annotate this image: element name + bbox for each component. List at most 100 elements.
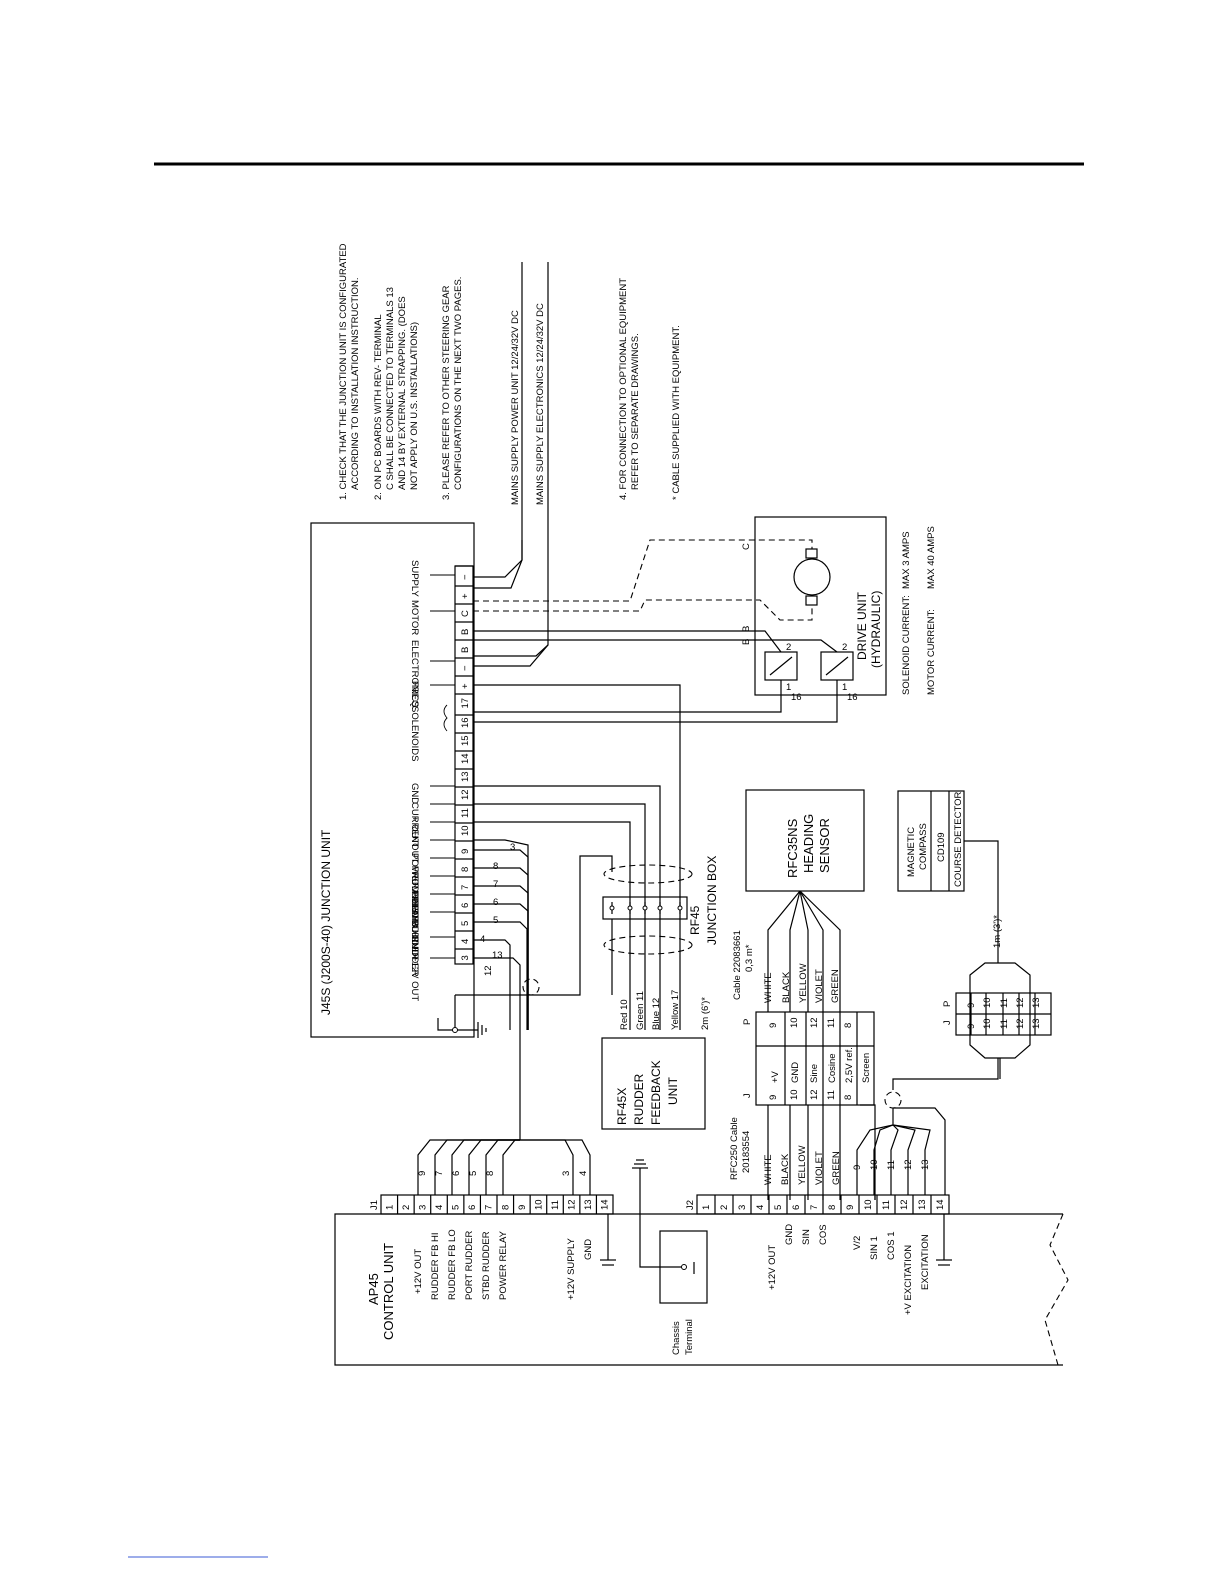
drive-line1: DRIVE UNIT [855, 591, 869, 660]
wire-out-10 [473, 821, 631, 1030]
freq-wire [473, 684, 681, 1030]
wire-gnd-12 [473, 785, 661, 1030]
junction-terminal: 15 [460, 735, 471, 746]
junction-terminal: 8 [460, 867, 471, 872]
motor-current-value: MAX 40 AMPS [926, 526, 937, 589]
j1-l-rfb-lo: RUDDER FB LO [447, 1229, 458, 1300]
rf45x-line1: RF45X [615, 1088, 629, 1125]
j1-cells-pin: 9 [517, 1205, 528, 1210]
junction-terminal: + [460, 683, 471, 689]
j1w-4: 4 [578, 1171, 589, 1176]
junction-terminal: B [460, 629, 471, 635]
rf45x-box [601, 1037, 706, 1130]
junction-terminal: B [460, 647, 471, 653]
j2-cells-pin: 1 [701, 1205, 712, 1210]
j2-cells-pin: 12 [899, 1199, 910, 1210]
note-1a: 1. CHECK THAT THE JUNCTION UNIT IS CONFI… [338, 243, 349, 500]
j1-cells-pin: 3 [417, 1205, 428, 1210]
chassis-label1: Chassis [671, 1321, 682, 1355]
j1-cells-pin: 5 [451, 1205, 462, 1210]
motor-wire-c [473, 539, 813, 602]
label-stbd-rudder: STBD RUDDER [409, 908, 420, 977]
label-port-rudder: PORT RUDDER [409, 890, 420, 959]
label-supply: SUPPLY [409, 560, 420, 597]
rfc35-p12: 12 [809, 1017, 820, 1028]
j2-cells-pin: 6 [791, 1205, 802, 1210]
j2-cells-pin: 7 [809, 1205, 820, 1210]
rfc35-line2: HEADING [801, 814, 816, 873]
label-out: + OUT [409, 816, 420, 844]
mains-supply: MAINS SUPPLY POWER UNIT 12/24/32V DC MAI… [473, 262, 549, 667]
rfc35-line1: RFC35NS [785, 818, 800, 878]
junction-terminal: 10 [460, 825, 471, 836]
rfc35-p8: 8 [843, 1023, 854, 1028]
note-4b: REFER TO SEPARATE DRAWINGS. [630, 333, 641, 490]
junction-terminal: 9 [460, 849, 471, 854]
label-rudder-fb-hi: RUDDER FB HI [409, 872, 420, 940]
j2-l-v2: V/2 [852, 1236, 863, 1250]
junction-to-ap45-wires [473, 839, 529, 1140]
j1-cells-pin: 6 [467, 1205, 478, 1210]
label-out-pilot: + OUT FROM PILOT [409, 835, 420, 924]
note-3b: CONFIGURATIONS ON THE NEXT TWO PAGES. [453, 277, 464, 490]
cd109-compass: COMPASS [918, 823, 929, 870]
j2-cells-pin: 8 [827, 1205, 838, 1210]
j2-l-exc: EXCITATION [920, 1234, 931, 1290]
rfc35-j10: 10 [789, 1089, 800, 1100]
note-4a: 4. FOR CONNECTION TO OPTIONAL EQUIPMENT [618, 278, 629, 500]
j1-cells-pin: 13 [583, 1199, 594, 1210]
junction-terminal: C [460, 610, 471, 617]
rfc35-name-gnd: GND [790, 1062, 801, 1083]
j2-cells-pin: 14 [935, 1199, 946, 1210]
rfc35-j: J [742, 1093, 753, 1098]
jw-8: 8 [493, 861, 498, 872]
wire16a: 16 [791, 692, 802, 703]
junction-unit-title: J45S (J200S-40) JUNCTION UNIT [319, 829, 333, 1015]
sol1-1: 1 [786, 682, 791, 693]
jw-7: 7 [493, 879, 498, 890]
j1w-6: 6 [451, 1171, 462, 1176]
junction-terminal: 3 [460, 955, 471, 960]
jw-12: 12 [483, 965, 494, 976]
junction-terminal: 4 [460, 939, 471, 944]
mains-power-wire-a [473, 262, 523, 578]
j1w-3: 3 [561, 1171, 572, 1176]
cd109-pin: 13 [1031, 997, 1042, 1008]
sol-wire-15 [473, 680, 782, 713]
j2-l-sin: SIN [801, 1229, 812, 1245]
solenoid-current-label: SOLENOID CURRENT: [901, 595, 912, 695]
label-current: CURRENT [409, 802, 420, 849]
cd109-pin: 10 [982, 997, 993, 1008]
j1w-7: 7 [434, 1171, 445, 1176]
j2-cells-pin: 5 [773, 1205, 784, 1210]
rf45x-line2: RUDDER [632, 1073, 646, 1125]
j1w-9: 9 [417, 1171, 428, 1176]
junction-terminal: − [460, 574, 471, 580]
j2-cells-pin: 9 [845, 1205, 856, 1210]
rf45x-line4: UNIT [666, 1076, 680, 1105]
j1-cells-pin: 12 [567, 1199, 578, 1210]
mains-electronics-label: MAINS SUPPLY ELECTRONICS 12/24/32V DC [535, 303, 546, 505]
motor-wire-b [473, 599, 813, 621]
j2-l-v-exc: +V EXCITATION [903, 1245, 914, 1315]
cd109-pin: 9 [966, 1003, 977, 1008]
j1-l-gnd: GND [583, 1239, 594, 1260]
rfc35-white: WHITE [763, 972, 774, 1003]
note-2b: C SHALL BE CONNECTED TO TERMINALS 13 [385, 287, 396, 490]
rfc35-name-screen: Screen [861, 1053, 872, 1083]
label-solenoids: SOLENOIDS [409, 706, 420, 761]
j1-l-power-relay: POWER RELAY [498, 1230, 509, 1300]
cd109-cd: CD109 [936, 832, 947, 862]
j2-cells-pin: 13 [917, 1199, 928, 1210]
rf45-wire-green: Green 11 [635, 991, 646, 1030]
junction-terminal: 12 [460, 789, 471, 800]
ap45-title1: AP45 [366, 1273, 381, 1305]
notes-block: 1. CHECK THAT THE JUNCTION UNIT IS CONFI… [338, 243, 682, 500]
j1-l-stbd: STBD RUDDER [481, 1231, 492, 1300]
motor-current-label: MOTOR CURRENT: [926, 609, 937, 695]
drive-b2: B [741, 639, 752, 645]
label-electronics: ELECTRONICS [409, 640, 420, 708]
j1-cells-pin: 4 [434, 1205, 445, 1210]
j2-cells-pin: 3 [737, 1205, 748, 1210]
